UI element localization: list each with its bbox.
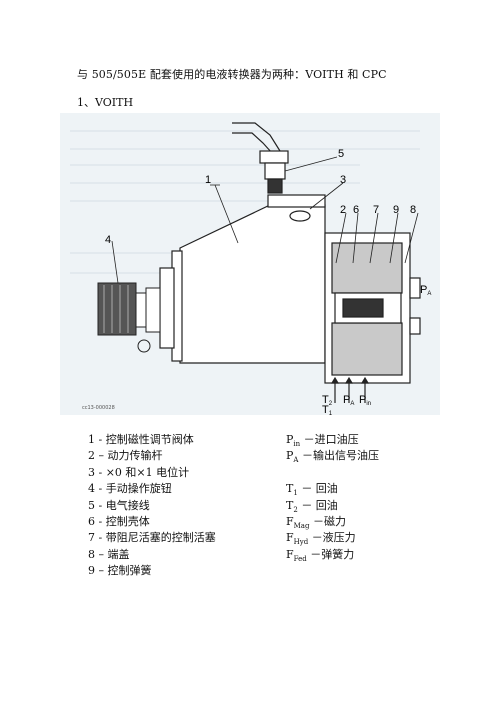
cable-connector xyxy=(232,122,289,194)
control-housing xyxy=(324,232,421,403)
part-item: 7 - 带阻尼活塞的控制活塞 xyxy=(88,531,216,545)
section-heading: 1、VOITH xyxy=(77,96,134,109)
part-item: 5 - 电气接线 xyxy=(88,498,150,512)
part-item: 6 - 控制壳体 xyxy=(88,514,150,528)
symbol-item: PA －输出信号油压 xyxy=(286,449,379,465)
symbol-item: FMag －磁力 xyxy=(286,514,346,531)
port-label-t2: T2 xyxy=(322,394,333,407)
part-item: 4 - 手动操作旋钮 xyxy=(88,482,172,496)
symbols-list: Pin －进口油压 PA －输出信号油压 T1 － 回油 T2 － 回油 FMa… xyxy=(286,432,426,563)
symbol-item: T1 － 回油 xyxy=(286,482,338,498)
parts-list: 1 - 控制磁性调节阀体 2 – 动力传输杆 3 - ×0 和×1 电位计 4 … xyxy=(88,432,288,580)
callout-1: 1 xyxy=(205,174,211,186)
part-item: 3 - ×0 和×1 电位计 xyxy=(88,465,190,479)
callout-8: 8 xyxy=(410,204,416,216)
callout-3: 3 xyxy=(340,174,346,186)
symbol-item: FHyd －液压力 xyxy=(286,531,356,547)
callout-6: 6 xyxy=(353,204,359,216)
symbol-item-empty xyxy=(286,465,426,481)
callout-4: 4 xyxy=(105,234,111,246)
callout-2: 2 xyxy=(340,204,346,216)
callout-5: 5 xyxy=(338,148,344,160)
symbol-item: Pin －进口油压 xyxy=(286,433,359,449)
part-item: 8 – 端盖 xyxy=(88,547,130,561)
converter-drawing: 1 2 3 4 5 6 7 8 9 PA T2 T1 PA Pin cc13-0… xyxy=(70,122,431,415)
callout-7: 7 xyxy=(373,204,379,216)
part-item: 2 – 动力传输杆 xyxy=(88,449,163,463)
port-label-pa-bottom: PA xyxy=(343,394,354,407)
intro-paragraph: 与 505/505E 配套使用的电液转换器为两种：VOITH 和 CPC xyxy=(77,68,387,81)
part-item: 9 – 控制弹簧 xyxy=(88,564,152,578)
port-label-pa: PA xyxy=(420,284,431,297)
symbol-item: T2 － 回油 xyxy=(286,498,338,514)
voith-converter-figure: 1 2 3 4 5 6 7 8 9 PA T2 T1 PA Pin cc13-0… xyxy=(60,113,440,415)
figure-code: cc13-000028 xyxy=(82,405,115,411)
leader-lines xyxy=(111,156,419,284)
main-valve-body xyxy=(159,194,326,364)
hand-knob xyxy=(97,282,161,353)
callout-9: 9 xyxy=(393,204,399,216)
symbol-item: FFed －弹簧力 xyxy=(286,547,355,563)
port-label-t1: T1 xyxy=(322,404,333,415)
part-item: 1 - 控制磁性调节阀体 xyxy=(88,433,194,446)
port-label-pin: Pin xyxy=(359,394,371,407)
